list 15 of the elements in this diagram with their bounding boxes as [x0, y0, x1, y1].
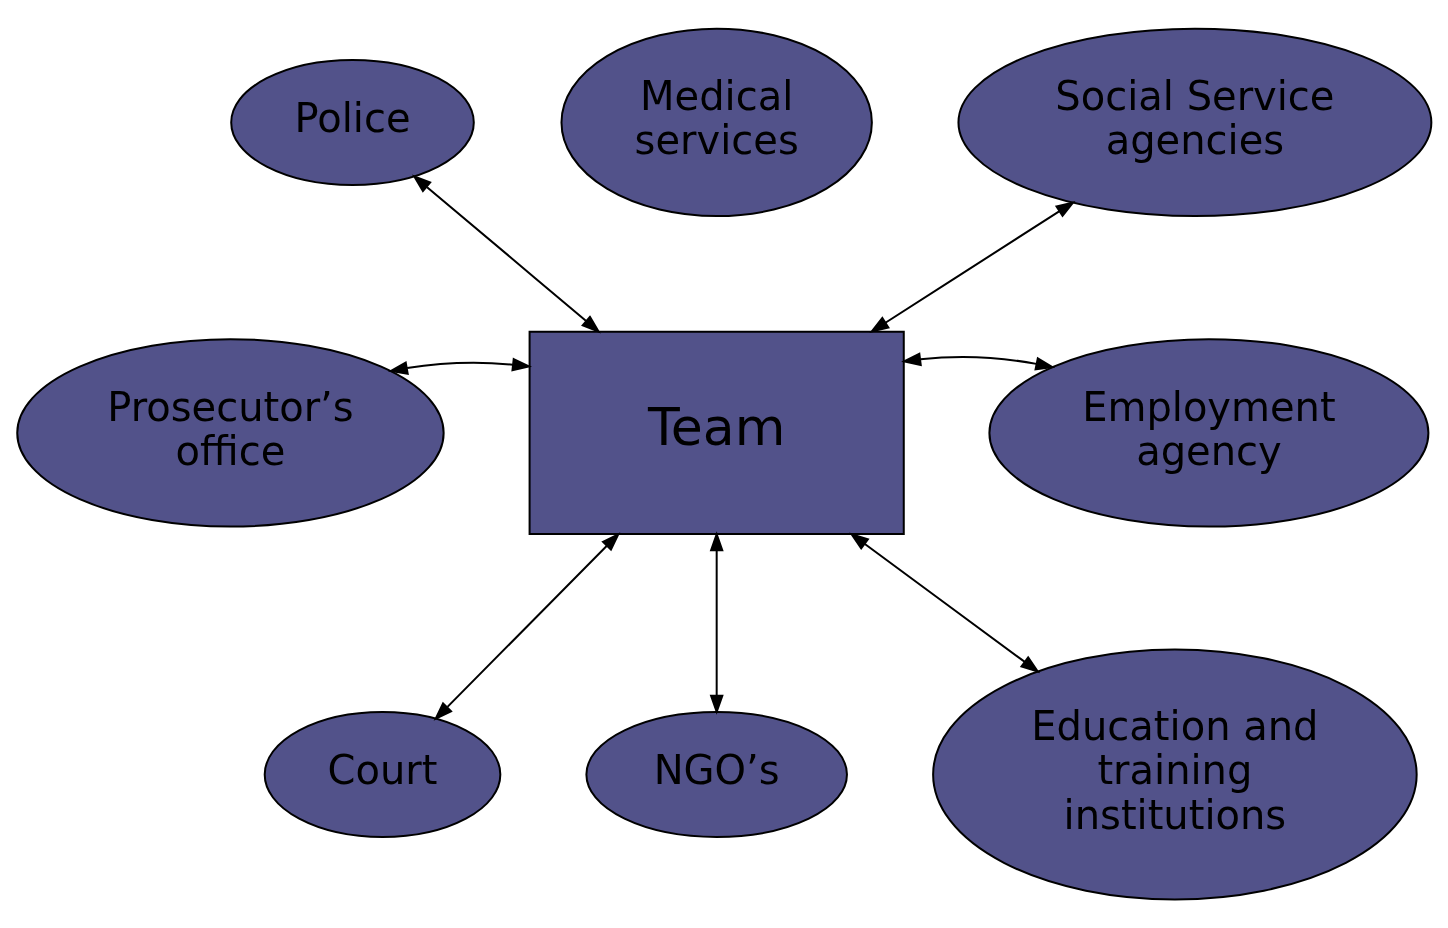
arrow: [709, 531, 724, 715]
arrow: [869, 200, 1076, 334]
node-ellipse: Education and training institutions: [932, 648, 1418, 901]
arrow: [411, 174, 601, 334]
arrow: [901, 352, 1056, 371]
node-ellipse: NGO’s: [585, 711, 848, 838]
node-ellipse: Prosecutor’s office: [16, 338, 445, 528]
node-box: Team: [528, 330, 905, 535]
arrow: [387, 357, 532, 375]
arrow: [849, 532, 1041, 674]
node-ellipse: Medical services: [560, 27, 873, 218]
node-ellipse: Employment agency: [988, 338, 1430, 528]
arrow: [433, 532, 621, 721]
node-ellipse: Police: [230, 58, 475, 186]
node-ellipse: Court: [263, 711, 502, 838]
